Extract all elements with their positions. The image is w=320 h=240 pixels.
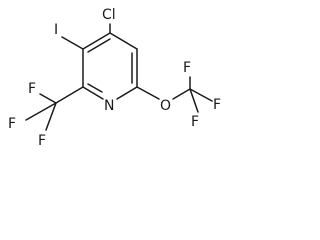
bond-cf3-f-left [25, 102, 57, 121]
bond-c4-c5-inner [87, 38, 111, 53]
bond-c4-c3 [109, 32, 138, 50]
atom-fluorine-ocf3-right: F [213, 97, 221, 113]
atom-nitrogen: N [104, 98, 114, 114]
bond-c6-n-inner [87, 83, 103, 93]
bond-c2-o [136, 86, 160, 100]
trifluoromethoxy-group [189, 76, 213, 113]
atom-fluorine-ocf3-top: F [183, 60, 191, 76]
atom-fluorine-cf3-bottom: F [38, 133, 46, 149]
bond-c6-n [82, 86, 104, 100]
bond-c5-i [61, 36, 84, 50]
atom-oxygen: O [160, 98, 171, 114]
chemical-structure: Cl I N O F F F F F F [8, 7, 221, 149]
atom-fluorine-ocf3-bottom: F [191, 114, 199, 130]
bond-ocf3-f-bottom [189, 88, 199, 113]
bond-cf3-f-bottom [45, 102, 57, 131]
bond-ocf3-f-right [189, 88, 213, 102]
atom-iodine: I [54, 22, 58, 38]
bond-o-cf3 [172, 88, 191, 100]
trifluoromethyl-group [25, 93, 57, 131]
bond-cf3-f-top [39, 93, 57, 104]
atom-chlorine: Cl [102, 7, 116, 23]
substituent-bonds [55, 23, 191, 104]
pyridine-ring [82, 32, 138, 100]
atom-fluorine-cf3-left: F [8, 116, 16, 132]
atom-fluorine-cf3-top: F [28, 81, 36, 97]
bond-c6-cf3 [55, 86, 84, 104]
bond-n-c2 [116, 86, 138, 100]
bond-c4-c5 [82, 32, 111, 50]
